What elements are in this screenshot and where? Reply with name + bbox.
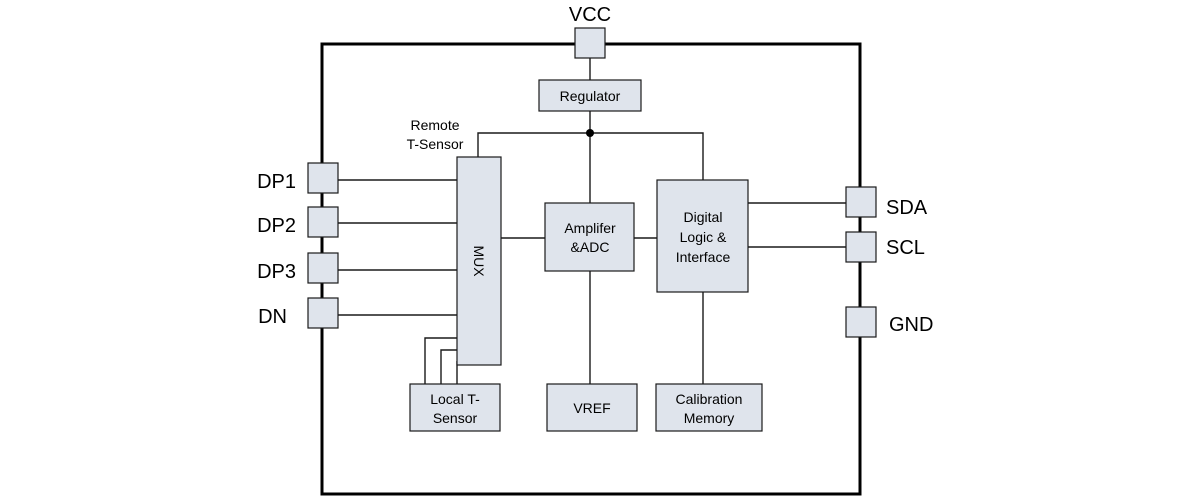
local-sensor-label-line2: Sensor <box>433 410 478 426</box>
local-sensor-block <box>409 383 501 432</box>
regulator-block <box>538 79 642 112</box>
remote-sensor-label-line2: T-Sensor <box>407 136 464 152</box>
regulator-label: Regulator <box>560 88 621 104</box>
calibration-label-line1: Calibration <box>676 391 743 407</box>
amplifier-label-line1: Amplifer <box>564 220 616 236</box>
amplifier-block <box>544 202 635 272</box>
vref-block <box>546 383 638 432</box>
scl-label: SCL <box>886 237 925 259</box>
gnd-label: GND <box>889 314 933 336</box>
digital-label-line1: Digital <box>684 209 723 225</box>
pin-vcc <box>574 27 606 59</box>
local-sensor-label-line1: Local T- <box>430 391 480 407</box>
remote-sensor-label-line1: Remote <box>410 117 459 133</box>
digital-logic-block <box>656 179 749 293</box>
pin-sda <box>845 186 877 218</box>
junction-dot <box>586 129 594 137</box>
wire-local-sensor-outer <box>424 337 457 384</box>
calibration-label-line2: Memory <box>684 410 735 426</box>
pin-gnd <box>845 306 877 338</box>
vcc-label: VCC <box>569 4 611 26</box>
calibration-block <box>655 383 763 432</box>
dn-label: DN <box>258 306 287 328</box>
wires <box>338 56 846 384</box>
sda-label: SDA <box>886 197 928 219</box>
amplifier-label-line2: &ADC <box>571 239 610 255</box>
pin-dn <box>307 297 339 329</box>
dp3-label: DP3 <box>257 261 296 283</box>
wire-local-sensor-middle <box>440 349 457 384</box>
mux-label: MUX <box>471 245 487 277</box>
pin-scl <box>845 231 877 263</box>
vref-label: VREF <box>573 400 610 416</box>
digital-label-line3: Interface <box>676 249 731 265</box>
dp1-label: DP1 <box>257 171 296 193</box>
dp2-label: DP2 <box>257 215 296 237</box>
pin-dp1 <box>307 162 339 194</box>
mux-block <box>456 156 502 366</box>
digital-label-line2: Logic & <box>680 229 727 245</box>
pin-dp3 <box>307 252 339 284</box>
pin-dp2 <box>307 206 339 238</box>
